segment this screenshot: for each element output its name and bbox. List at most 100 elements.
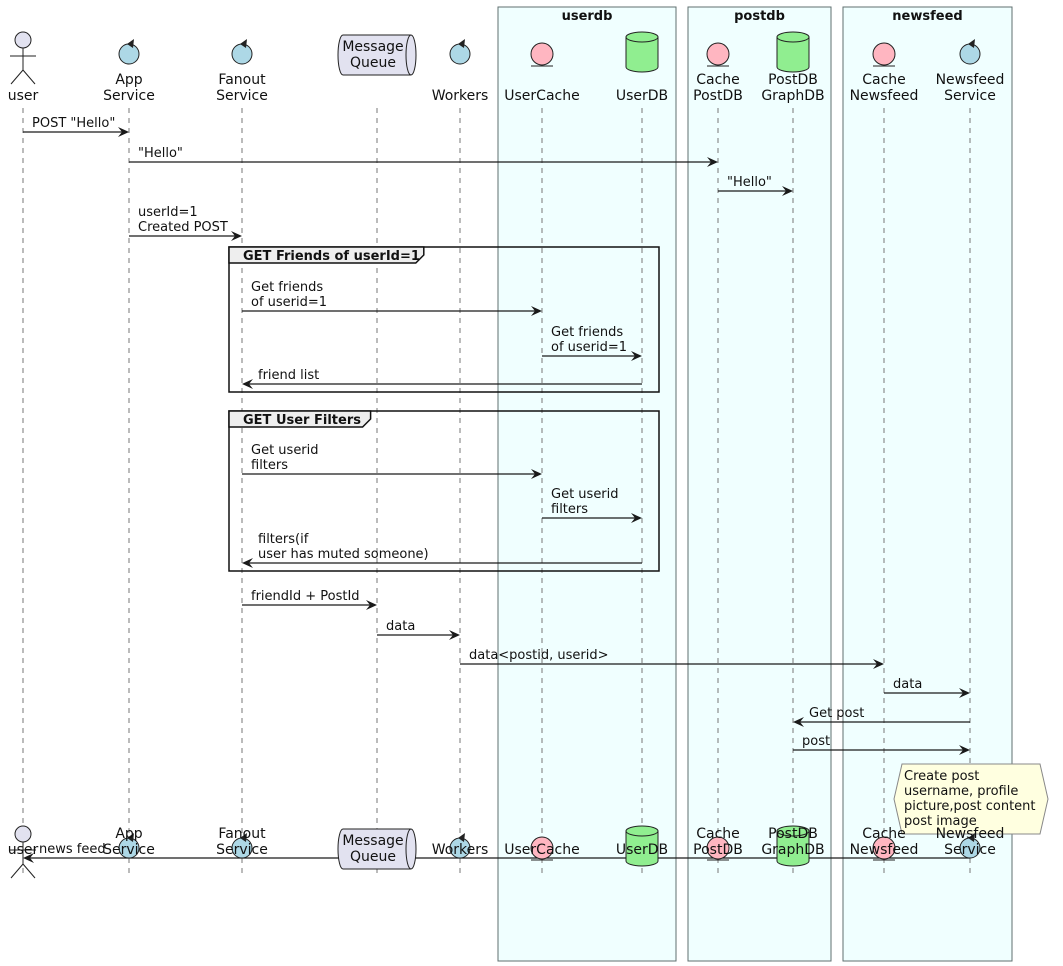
arrowhead xyxy=(793,717,804,727)
message: post xyxy=(793,734,970,755)
box-title: postdb xyxy=(734,9,785,24)
group-frame: GET User Filters xyxy=(228,410,660,572)
database-icon xyxy=(776,31,810,73)
control-icon xyxy=(959,39,981,65)
box-title: userdb xyxy=(562,9,613,24)
database-icon xyxy=(776,825,810,867)
control-icon xyxy=(449,833,471,859)
message: "Hello" xyxy=(718,175,793,196)
group-label: GET Friends of userId=1 xyxy=(243,249,420,264)
message: data<postid, userid> xyxy=(460,648,884,669)
arrowhead xyxy=(242,558,253,568)
entity-icon xyxy=(872,836,896,861)
message-label: Get post xyxy=(809,706,864,721)
message-label: friend list xyxy=(258,368,319,383)
entity-icon xyxy=(530,836,554,861)
box-userdb: userdb xyxy=(497,6,677,962)
box-title: newsfeed xyxy=(892,9,962,24)
control-icon xyxy=(449,39,471,65)
arrowhead xyxy=(366,600,377,610)
group-label: GET User Filters xyxy=(243,413,361,428)
participant-workers-bottom: Workers xyxy=(432,833,489,859)
arrowhead xyxy=(531,469,542,479)
message-label: post xyxy=(802,734,830,749)
arrowhead xyxy=(23,853,34,863)
entity-icon xyxy=(706,836,730,861)
entity-icon xyxy=(530,42,554,67)
message-label: POST "Hello" xyxy=(32,116,115,131)
participant-usercache-bottom: UserCache xyxy=(504,836,580,861)
arrowhead xyxy=(242,379,253,389)
participant-user-top: user xyxy=(8,31,39,104)
actor-icon xyxy=(10,825,36,879)
database-icon xyxy=(625,31,659,73)
arrowhead xyxy=(631,351,642,361)
arrowhead xyxy=(118,127,129,137)
queue-icon xyxy=(337,34,417,76)
message-label: friendId + PostId xyxy=(251,589,360,604)
message: data xyxy=(884,677,970,698)
message: Get post xyxy=(793,706,970,727)
participant-label: Workers xyxy=(432,842,489,858)
arrowhead xyxy=(959,745,970,755)
message-label: data<postid, userid> xyxy=(469,648,609,663)
participant-label: UserDB xyxy=(616,842,668,858)
arrowhead xyxy=(231,231,242,241)
queue-icon xyxy=(337,828,417,870)
participant-userdbp-bottom: UserDB xyxy=(616,825,668,867)
control-icon xyxy=(118,39,140,65)
entity-icon xyxy=(706,42,730,67)
participant-userdbp-top: UserDB xyxy=(616,31,668,104)
entity-icon xyxy=(872,42,896,67)
participant-label: UserDB xyxy=(616,88,668,104)
participant-label: UserCache xyxy=(504,842,579,858)
message-label: "Hello" xyxy=(727,175,772,190)
arrowhead xyxy=(873,659,884,669)
control-icon xyxy=(959,833,981,859)
group-frame: GET Friends of userId=1 xyxy=(228,246,660,393)
message-label: news feed xyxy=(39,842,106,857)
arrowhead xyxy=(707,157,718,167)
participant-user-bottom: user xyxy=(8,825,39,879)
message: data xyxy=(377,619,460,640)
actor-icon xyxy=(10,31,36,85)
message-label: data xyxy=(893,677,922,692)
message-label: data xyxy=(386,619,415,634)
control-icon xyxy=(118,833,140,859)
message: news feed xyxy=(23,842,970,863)
participant-label: user xyxy=(8,842,39,858)
participant-label: Workers xyxy=(432,88,489,104)
participant-usercache-top: UserCache xyxy=(504,42,580,104)
